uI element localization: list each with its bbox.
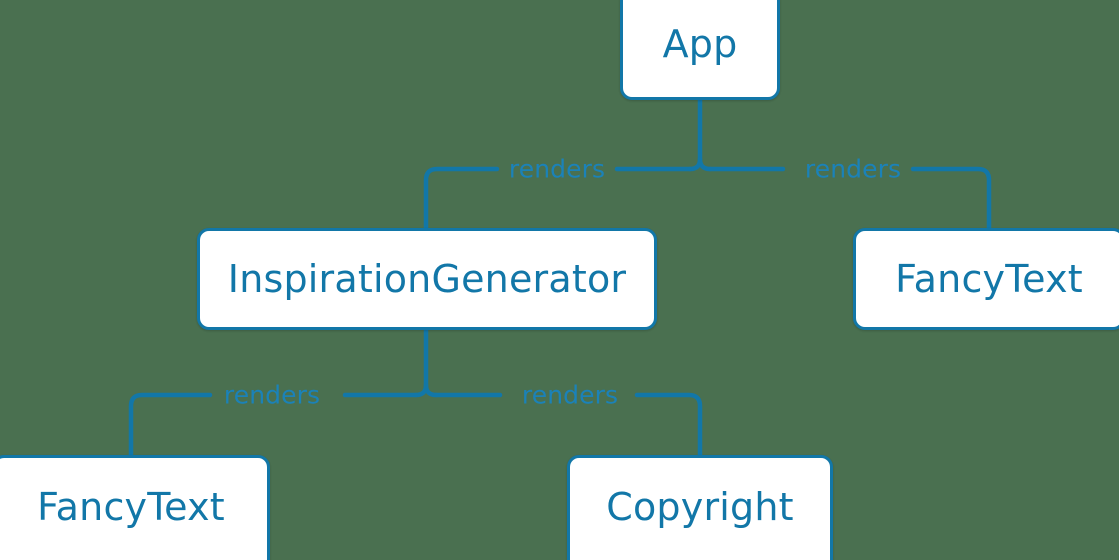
node-inspiration-generator-label: InspirationGenerator bbox=[227, 257, 627, 301]
edge-app-to-inspiration-generator-elbow bbox=[423, 166, 500, 231]
edge-inspiration-generator-to-copyright-elbow bbox=[634, 392, 703, 458]
edge-label-app-to-fancytext-right: renders bbox=[804, 154, 902, 184]
node-app-label: App bbox=[662, 22, 738, 66]
node-copyright-label: Copyright bbox=[606, 485, 794, 529]
edge-label-inspiration-generator-to-fancytext: renders bbox=[223, 380, 321, 410]
edge-label-app-to-inspiration-generator: renders bbox=[508, 154, 606, 184]
edge-label-inspiration-generator-to-copyright: renders bbox=[521, 380, 619, 410]
node-app[interactable]: App bbox=[620, 0, 780, 100]
node-fancytext-bottom[interactable]: FancyText bbox=[0, 455, 270, 560]
node-copyright[interactable]: Copyright bbox=[567, 455, 833, 560]
node-fancytext-right-label: FancyText bbox=[895, 257, 1083, 301]
node-fancytext-bottom-label: FancyText bbox=[37, 485, 225, 529]
node-fancytext-right[interactable]: FancyText bbox=[853, 228, 1119, 330]
edge-app-to-fancytext-right-elbow bbox=[910, 166, 992, 231]
node-inspiration-generator[interactable]: InspirationGenerator bbox=[197, 228, 657, 330]
edge-inspiration-generator-to-fancytext-elbow bbox=[128, 392, 213, 458]
